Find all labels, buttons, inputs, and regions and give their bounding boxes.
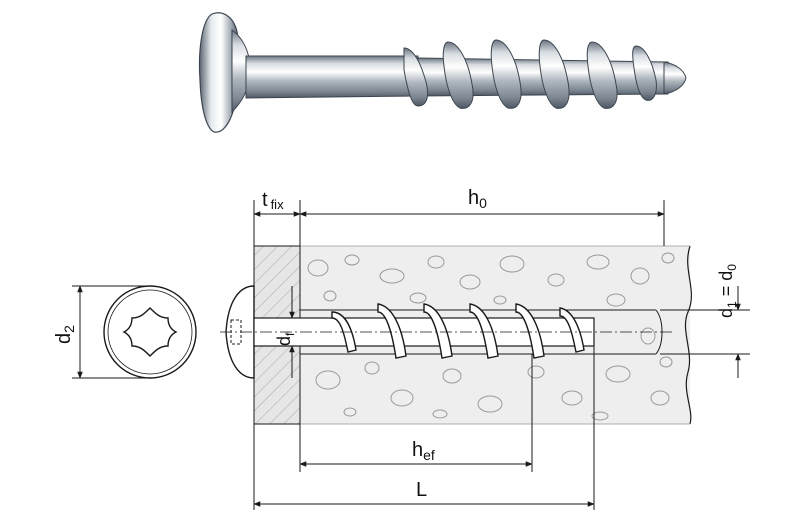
screw-photo-head [198,12,240,133]
screw-photo-shank [245,55,419,99]
label-df: df [274,332,297,346]
screw-photo-threads [403,39,657,109]
torx-drive-icon [122,307,178,357]
label-h0: h0 [468,187,487,211]
head-end-view [103,285,197,379]
label-d1-d0: d1 = d0 [716,264,739,318]
label-L: L [416,479,427,501]
screw-photo [198,12,687,133]
label-hef: hef [412,439,435,463]
technical-drawing [103,245,692,425]
dimensions [72,200,750,510]
label-d2: d2 [53,325,77,344]
screw-threads-section [331,303,585,359]
